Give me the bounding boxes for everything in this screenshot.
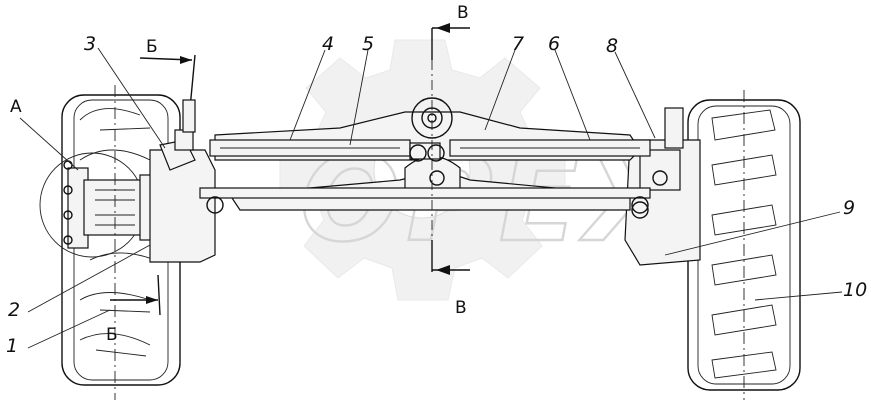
label-section-b-bottom: Б — [106, 325, 118, 345]
label-section-b-top: Б — [146, 37, 158, 57]
label-part-2: 2 — [8, 299, 20, 321]
label-part-4: 4 — [322, 33, 334, 55]
label-part-10: 10 — [843, 279, 867, 301]
section-v-markers — [431, 23, 470, 275]
label-part-5: 5 — [362, 33, 374, 55]
label-part-8: 8 — [606, 35, 618, 57]
label-part-7: 7 — [512, 33, 524, 55]
left-hub — [63, 129, 216, 263]
label-part-6: 6 — [548, 33, 560, 55]
steering-cylinder — [209, 139, 651, 162]
label-part-1: 1 — [6, 335, 18, 357]
tie-rod — [199, 187, 651, 214]
label-part-3: 3 — [84, 33, 96, 55]
right-hub — [624, 107, 701, 266]
label-section-v-bottom: В — [455, 298, 467, 318]
leader-lines — [19, 47, 843, 349]
section-b-markers — [110, 56, 193, 316]
label-section-v-top: В — [457, 3, 469, 23]
label-detail-a: А — [10, 97, 22, 117]
label-part-9: 9 — [843, 197, 855, 219]
